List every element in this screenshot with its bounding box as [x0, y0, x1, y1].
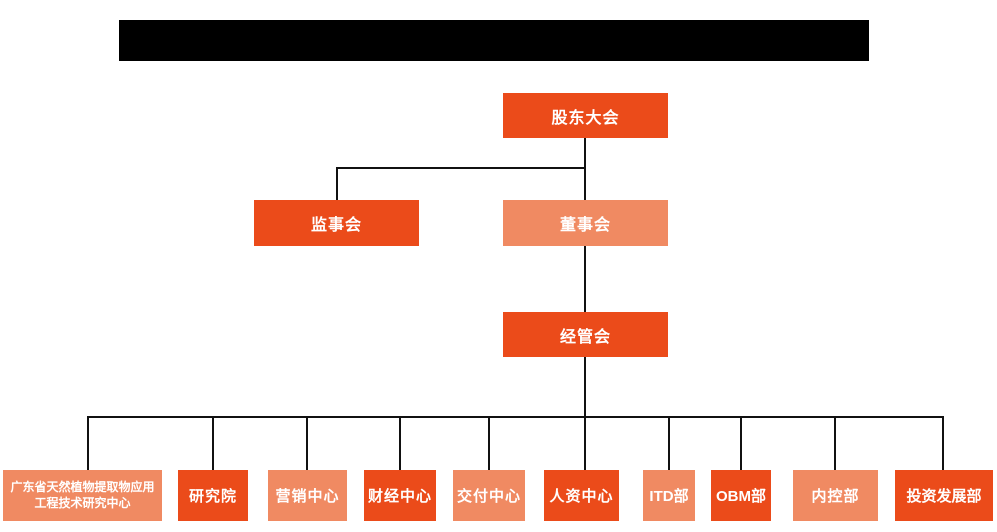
connector-drop-guangdong-center — [87, 416, 89, 470]
node-dept-finance-center: 财经中心 — [364, 470, 436, 521]
node-dept-investment-development: 投资发展部 — [895, 470, 993, 521]
connector-drop-finance-center — [399, 416, 401, 470]
connector-management-vertical — [584, 357, 586, 470]
node-dept-itd: ITD部 — [643, 470, 695, 521]
connector-drop-marketing-center — [306, 416, 308, 470]
connector-level2-horizontal — [336, 167, 586, 169]
redacted-title-bar — [119, 20, 869, 61]
connector-drop-itd — [668, 416, 670, 470]
node-dept-delivery-center: 交付中心 — [453, 470, 525, 521]
node-dept-hr-center: 人资中心 — [544, 470, 619, 521]
connector-drop-research-institute — [212, 416, 214, 470]
connector-drop-internal-control — [834, 416, 836, 470]
node-dept-marketing-center: 营销中心 — [268, 470, 347, 521]
node-shareholders-meeting: 股东大会 — [503, 93, 668, 138]
node-supervisory-board: 监事会 — [254, 200, 419, 246]
node-dept-guangdong-research-center: 广东省天然植物提取物应用工程技术研究中心 — [3, 470, 162, 521]
connector-drop-investment-development — [942, 416, 944, 470]
connector-departments-horizontal — [87, 416, 944, 418]
connector-supervisory-drop — [336, 167, 338, 200]
node-management-committee: 经管会 — [503, 312, 668, 357]
node-dept-obm: OBM部 — [711, 470, 771, 521]
connector-root-vertical — [584, 138, 586, 200]
node-dept-internal-control: 内控部 — [793, 470, 878, 521]
connector-drop-delivery-center — [488, 416, 490, 470]
connector-board-to-management — [584, 246, 586, 312]
node-board-of-directors: 董事会 — [503, 200, 668, 246]
node-dept-research-institute: 研究院 — [178, 470, 248, 521]
connector-drop-obm — [740, 416, 742, 470]
